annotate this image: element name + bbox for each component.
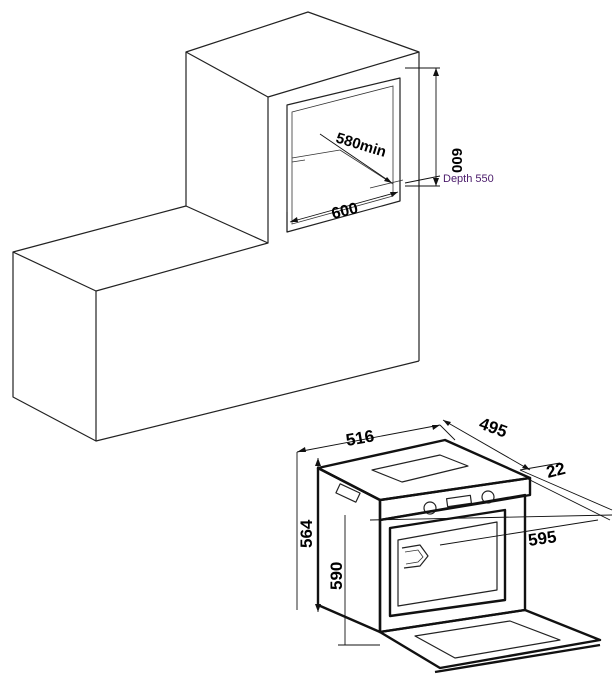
dim-580-line	[319, 133, 393, 184]
oven-cavity	[388, 508, 507, 618]
cabinet-height-label: 600	[448, 148, 465, 173]
oven-height-label: 564	[297, 519, 316, 548]
dim-w-line	[289, 191, 399, 223]
knob-left-icon[interactable]	[423, 501, 437, 515]
cabinet-depth-note: Depth 550	[443, 173, 494, 185]
oven-door-handle	[434, 643, 601, 674]
dim-516-line	[296, 424, 441, 453]
dim-h-arrow-top	[433, 68, 439, 76]
grill-element-inner	[404, 549, 424, 565]
grill-element-icon	[401, 544, 429, 569]
oven-width-label: 516	[344, 426, 375, 450]
dim-564-arrow-top	[315, 458, 321, 466]
niche-shelf-line	[291, 159, 306, 163]
niche-floor-line	[291, 149, 341, 159]
niche-floor-diagonal	[339, 149, 394, 185]
dim-595-line	[369, 514, 613, 521]
oven-display	[445, 494, 473, 508]
dim-22-leader	[519, 462, 561, 471]
cabinet-depth-label: 580min	[334, 130, 388, 161]
dim-595-line-b	[439, 519, 599, 546]
oven-overall-width-label: 595	[527, 527, 558, 550]
base-front-face	[95, 360, 420, 442]
side-vent-icon	[335, 483, 361, 503]
oven-cavity-inner	[397, 521, 498, 607]
oven-door-window	[414, 620, 561, 659]
dim-495-arrow-left	[443, 420, 451, 426]
depth-note-leader	[404, 175, 441, 184]
cabinet-drawing: 580min 600 600 Depth 550	[12, 11, 494, 442]
base-top-face	[12, 205, 269, 292]
knob-right-icon[interactable]	[481, 490, 495, 504]
oven-depth-label: 495	[477, 414, 510, 442]
base-left-face	[12, 252, 97, 442]
dim-22-line-b	[527, 478, 611, 521]
dim-516-arrow-left	[297, 447, 306, 452]
dim-580-arrow	[384, 177, 392, 183]
oven-side-panel	[316, 466, 382, 634]
tower-top-face	[185, 11, 420, 98]
dim-516-ext-right	[439, 424, 456, 441]
oven-top-vent	[371, 454, 469, 483]
dim-w-arrow-right	[390, 192, 398, 197]
oven-control-panel	[378, 476, 532, 522]
oven-front-frame	[378, 493, 527, 634]
dim-h-arrow-bottom	[433, 178, 439, 186]
dim-w-arrow-left	[290, 217, 298, 222]
dim-495-line	[442, 419, 531, 471]
depth-note-arrow-line	[369, 179, 404, 189]
dim-516-arrow-right	[432, 425, 440, 430]
oven-door	[378, 608, 602, 670]
oven-front-thickness-label: 22	[544, 459, 567, 482]
oven-inner-height-label: 590	[327, 562, 346, 590]
dim-22-line-a	[519, 469, 613, 511]
oven-drawing	[296, 419, 613, 674]
cabinet-width-label: 600	[330, 200, 360, 223]
